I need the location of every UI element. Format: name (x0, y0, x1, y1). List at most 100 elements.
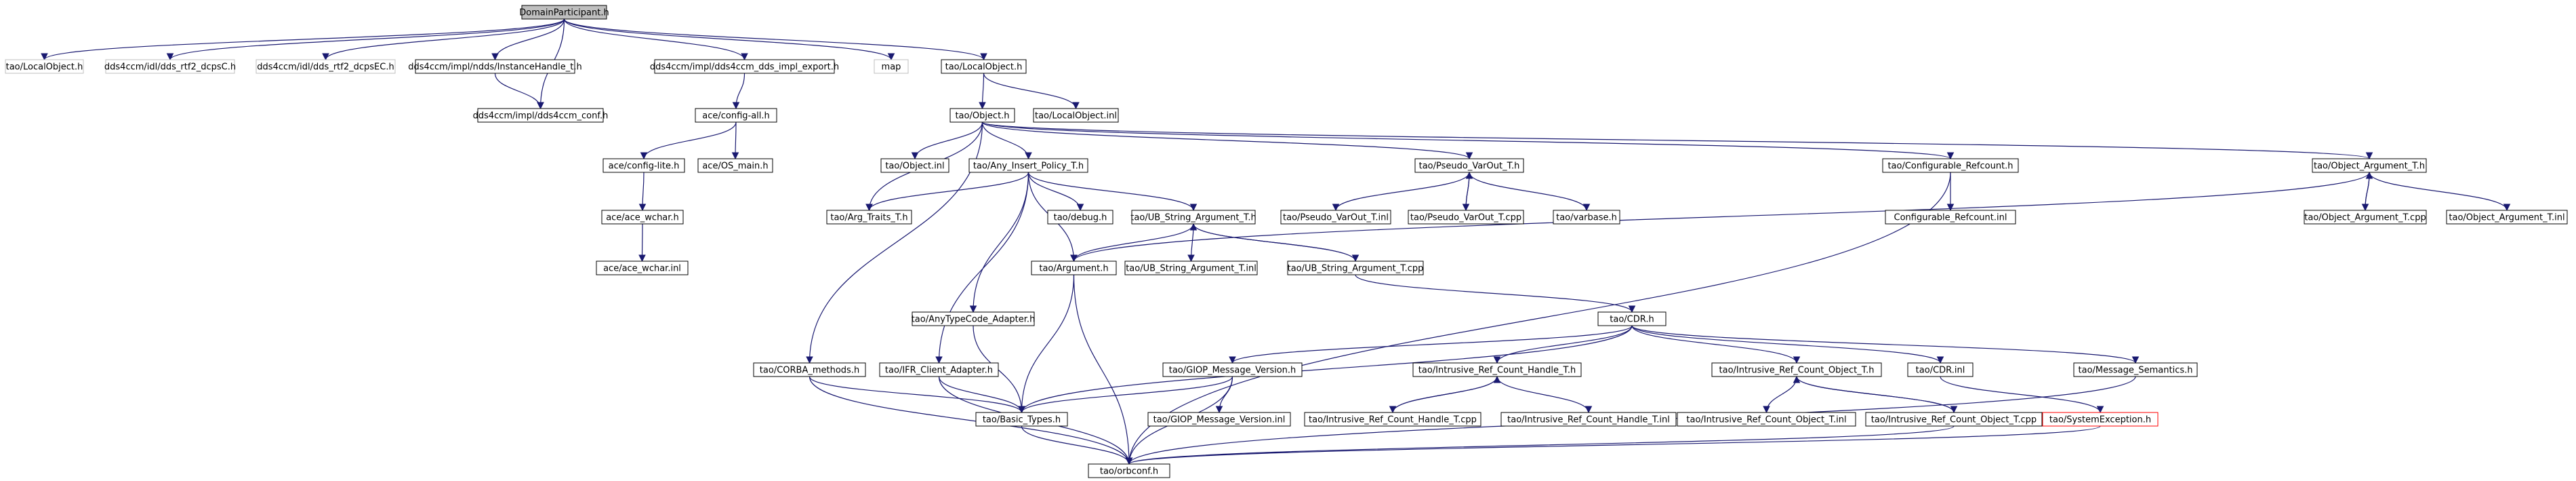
node-box[interactable] (697, 158, 773, 173)
node-box[interactable] (1033, 108, 1119, 123)
node-box[interactable] (1047, 210, 1113, 225)
node-box[interactable] (975, 412, 1068, 427)
node-configurable-refcount-inl[interactable]: Configurable_Refcount.inl (1885, 210, 2016, 225)
node-tao-object[interactable]: tao/Object.h (949, 108, 1015, 123)
node-box[interactable] (1865, 412, 2043, 427)
node-box[interactable] (1162, 362, 1303, 377)
node-box[interactable] (1882, 158, 2019, 173)
node-pseudo-varout[interactable]: tao/Pseudo_VarOut_T.h (1414, 158, 1524, 173)
node-box[interactable] (477, 108, 604, 123)
node-tao-argument[interactable]: tao/Argument.h (1031, 261, 1117, 275)
node-box[interactable] (949, 108, 1015, 123)
node-box[interactable] (654, 59, 835, 74)
node-ifr-client-adapter[interactable]: tao/IFR_Client_Adapter.h (879, 362, 999, 377)
node-box[interactable] (2042, 412, 2159, 427)
node-box[interactable] (880, 158, 949, 173)
node-system-exception[interactable]: tao/SystemException.h (2042, 412, 2159, 427)
node-intrusive-ref-count-handle-inl[interactable]: tao/Intrusive_Ref_Count_Handle_T.inl (1500, 412, 1677, 427)
node-os-main[interactable]: ace/OS_main.h (697, 158, 773, 173)
node-instancehandle[interactable]: dds4ccm/impl/ndds/InstanceHandle_t.h (408, 59, 582, 74)
node-tao-cdr[interactable]: tao/CDR.h (1597, 311, 1667, 326)
node-box[interactable] (602, 158, 685, 173)
node-tao-debug[interactable]: tao/debug.h (1047, 210, 1113, 225)
node-box[interactable] (1147, 412, 1291, 427)
node-pseudo-varout-inl[interactable]: tao/Pseudo_VarOut_T.inl (1280, 210, 1391, 225)
node-object-argument[interactable]: tao/Object_Argument_T.h (2312, 158, 2427, 173)
node-box[interactable] (912, 311, 1035, 326)
node-anytypecode-adapter[interactable]: tao/AnyTypeCode_Adapter.h (912, 311, 1036, 326)
node-box[interactable] (1907, 362, 1974, 377)
node-box[interactable] (2312, 158, 2427, 173)
node-box[interactable] (1287, 261, 1424, 275)
node-ace-wchar-inl[interactable]: ace/ace_wchar.inl (596, 261, 689, 275)
node-box[interactable] (1304, 412, 1481, 427)
node-box[interactable] (1711, 362, 1882, 377)
node-message-semantics[interactable]: tao/Message_Semantics.h (2073, 362, 2198, 377)
node-tao-localobject[interactable]: tao/LocalObject.h (941, 59, 1027, 74)
node-intrusive-ref-count-handle-cpp[interactable]: tao/Intrusive_Ref_Count_Handle_T.cpp (1304, 412, 1481, 427)
node-tao-localobject-gray[interactable]: tao/LocalObject.h (5, 59, 84, 74)
node-object-argument-inl[interactable]: tao/Object_Argument_T.inl (2446, 210, 2568, 225)
node-intrusive-ref-count-handle[interactable]: tao/Intrusive_Ref_Count_Handle_T.h (1412, 362, 1582, 377)
node-corba-methods[interactable]: tao/CORBA_methods.h (753, 362, 866, 377)
node-box[interactable] (1412, 362, 1582, 377)
node-intrusive-ref-count-object-cpp[interactable]: tao/Intrusive_Ref_Count_Object_T.cpp (1865, 412, 2043, 427)
node-object-argument-cpp[interactable]: tao/Object_Argument_T.cpp (2304, 210, 2427, 225)
node-box[interactable] (596, 261, 689, 275)
node-configurable-refcount[interactable]: tao/Configurable_Refcount.h (1882, 158, 2019, 173)
node-box[interactable] (415, 59, 575, 74)
node-dds-impl-export[interactable]: dds4ccm/impl/dds4ccm_dds_impl_export.h (650, 59, 839, 74)
node-box[interactable] (1597, 311, 1667, 326)
node-ub-string-argument-cpp[interactable]: tao/UB_String_Argument_T.cpp (1287, 261, 1424, 275)
node-varbase[interactable]: tao/varbase.h (1553, 210, 1620, 225)
node-tao-object-inl[interactable]: tao/Object.inl (880, 158, 949, 173)
node-box[interactable] (695, 108, 777, 123)
node-box[interactable] (1885, 210, 2016, 225)
node-box[interactable] (2446, 210, 2568, 225)
node-giop-message-version[interactable]: tao/GIOP_Message_Version.h (1162, 362, 1303, 377)
node-box[interactable] (255, 59, 396, 74)
node-box[interactable] (521, 5, 607, 20)
node-box[interactable] (1280, 210, 1391, 225)
node-intrusive-ref-count-object-inl[interactable]: tao/Intrusive_Ref_Count_Object_T.inl (1677, 412, 1856, 427)
node-box[interactable] (1408, 210, 1524, 225)
node-box[interactable] (1677, 412, 1856, 427)
node-any-insert-policy[interactable]: tao/Any_Insert_Policy_T.h (968, 158, 1088, 173)
node-box[interactable] (1500, 412, 1677, 427)
node-tao-localobject-inl[interactable]: tao/LocalObject.inl (1033, 108, 1119, 123)
node-box[interactable] (753, 362, 866, 377)
node-box[interactable] (1124, 261, 1258, 275)
node-box[interactable] (1414, 158, 1524, 173)
node-dds4ccm-conf[interactable]: dds4ccm/impl/dds4ccm_conf.h (473, 108, 609, 123)
node-dds-rtf2-dcpsc[interactable]: dds4ccm/idl/dds_rtf2_dcpsC.h (104, 59, 236, 74)
node-config-all[interactable]: ace/config-all.h (695, 108, 777, 123)
node-ub-string-argument-inl[interactable]: tao/UB_String_Argument_T.inl (1124, 261, 1258, 275)
node-box[interactable] (826, 210, 912, 225)
node-box[interactable] (2304, 210, 2427, 225)
node-map[interactable]: map (874, 59, 909, 74)
node-box[interactable] (105, 59, 235, 74)
node-config-lite[interactable]: ace/config-lite.h (602, 158, 685, 173)
node-box[interactable] (874, 59, 909, 74)
node-box[interactable] (601, 210, 684, 225)
node-box[interactable] (1088, 463, 1170, 478)
node-box[interactable] (879, 362, 999, 377)
node-box[interactable] (2073, 362, 2198, 377)
node-box[interactable] (968, 158, 1088, 173)
node-pseudo-varout-cpp[interactable]: tao/Pseudo_VarOut_T.cpp (1408, 210, 1524, 225)
node-intrusive-ref-count-object[interactable]: tao/Intrusive_Ref_Count_Object_T.h (1711, 362, 1882, 377)
node-basic-types[interactable]: tao/Basic_Types.h (975, 412, 1068, 427)
node-orbconf[interactable]: tao/orbconf.h (1088, 463, 1170, 478)
node-box[interactable] (941, 59, 1027, 74)
node-arg-traits[interactable]: tao/Arg_Traits_T.h (826, 210, 912, 225)
node-ace-wchar[interactable]: ace/ace_wchar.h (601, 210, 684, 225)
node-box[interactable] (1131, 210, 1256, 225)
node-tao-cdr-inl[interactable]: tao/CDR.inl (1907, 362, 1974, 377)
node-box[interactable] (5, 59, 84, 74)
node-domainparticipant[interactable]: DomainParticipant.h (519, 5, 609, 20)
node-giop-message-version-inl[interactable]: tao/GIOP_Message_Version.inl (1147, 412, 1291, 427)
node-ub-string-argument[interactable]: tao/UB_String_Argument_T.h (1130, 210, 1256, 225)
node-dds-rtf2-dcpsec[interactable]: dds4ccm/idl/dds_rtf2_dcpsEC.h (255, 59, 396, 74)
node-box[interactable] (1031, 261, 1117, 275)
node-box[interactable] (1553, 210, 1620, 225)
